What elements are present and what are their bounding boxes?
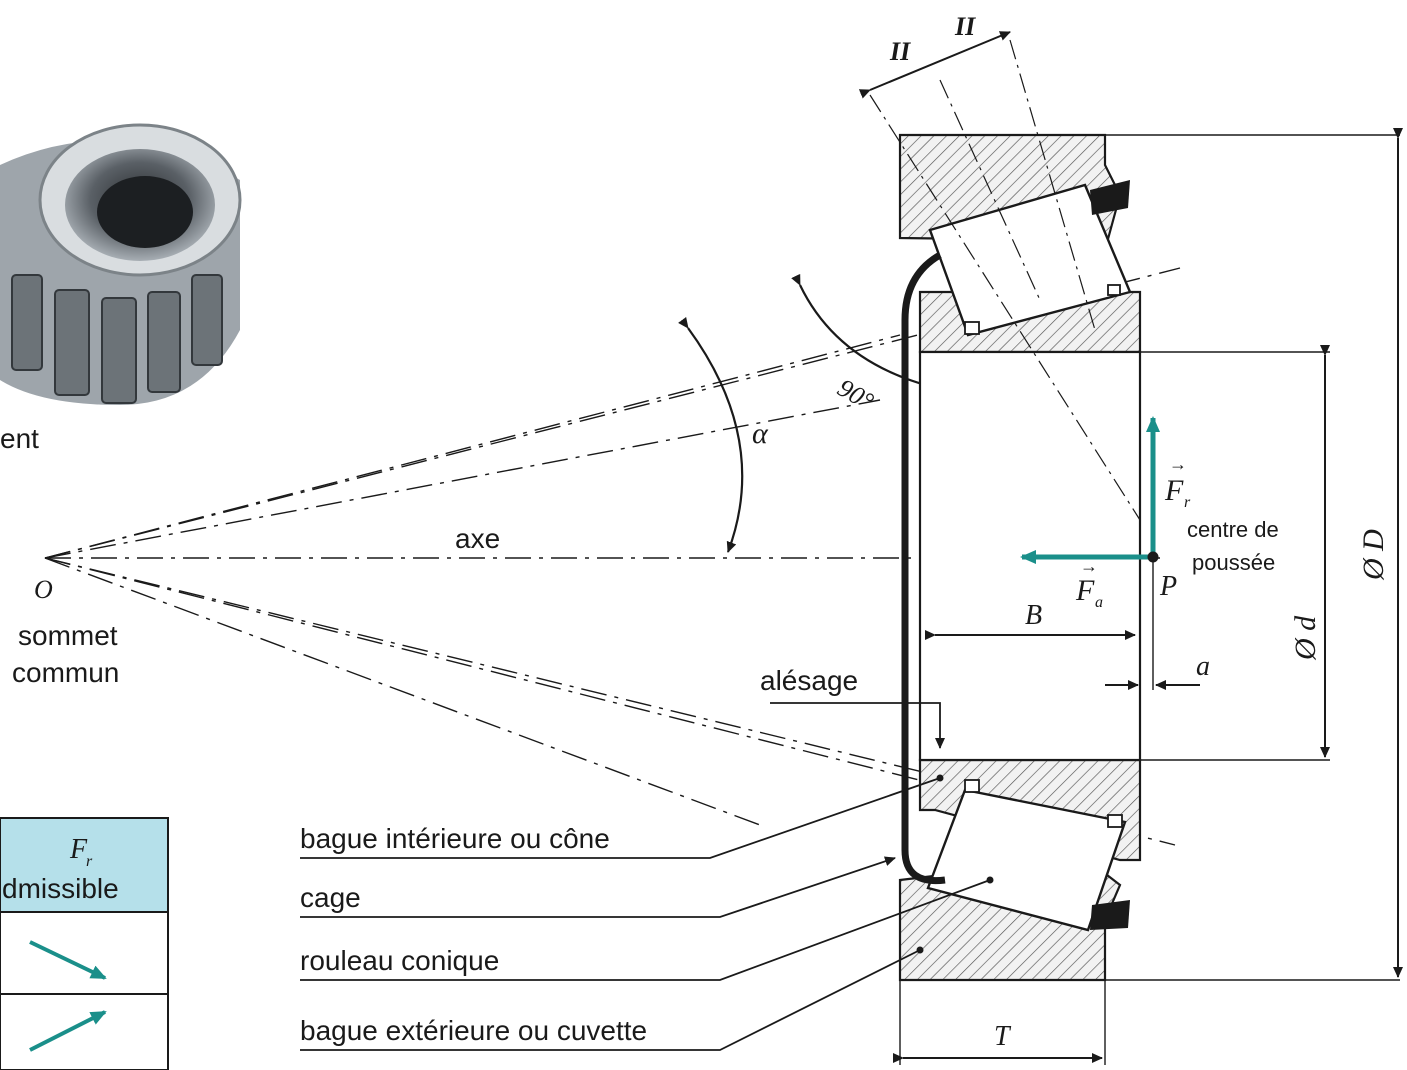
dim-big-d: Ø D [1357, 128, 1403, 978]
callout-inner-ring: bague intérieure ou cône [300, 774, 944, 859]
table-header-cell [0, 817, 169, 913]
table-row-1 [0, 911, 169, 995]
thrust-caption-line1: centre de [1187, 517, 1279, 542]
dim-small-d: Ø d [1289, 345, 1330, 758]
radial-force-label: F [1164, 474, 1184, 507]
admissible-load-table: F r dmissible [0, 817, 169, 1070]
vertex-caption-line2: commun [12, 657, 119, 688]
callout-roller: rouleau conique [300, 876, 994, 981]
dim-b: B [925, 600, 1136, 640]
dim-small-d-label: Ø d [1289, 615, 1322, 661]
table-header-text: dmissible [2, 873, 119, 904]
callout-cage: cage [300, 856, 896, 918]
dim-t-label: T [994, 1021, 1012, 1052]
vertex-letter: O [34, 575, 53, 604]
arrow-up-right-icon [29, 1010, 107, 1052]
dim-a: a [1105, 651, 1210, 690]
axial-force-sub: a [1095, 594, 1103, 611]
parallel-mark-2: II [954, 12, 976, 41]
bearing-photo: ent [0, 123, 242, 454]
callout-bore: alésage [760, 665, 945, 749]
axial-force: F a → [1020, 550, 1153, 611]
table-header-symbol: F [69, 834, 88, 865]
callout-outer-ring: bague extérieure ou cuvette [300, 946, 924, 1051]
dim-big-d-label: Ø D [1357, 529, 1390, 581]
ninety-label: 90° [833, 373, 879, 416]
dim-b-label: B [1025, 600, 1042, 631]
cage-label: cage [300, 882, 361, 913]
table-row-2 [0, 993, 169, 1070]
alpha-label: α [752, 417, 769, 450]
roller-bottom [926, 788, 1127, 932]
parallel-marks: II II [858, 12, 1011, 99]
thrust-point [1147, 551, 1159, 563]
arrow-down-right-icon [29, 940, 107, 980]
cage-top [901, 251, 946, 885]
radial-force: F r → [1146, 416, 1191, 555]
outer-ring-label: bague extérieure ou cuvette [300, 1015, 647, 1046]
radial-force-sub: r [1184, 494, 1191, 511]
inner-ring-label: bague intérieure ou cône [300, 823, 610, 854]
dim-a-label: a [1196, 651, 1210, 682]
vertex-caption-line1: sommet [18, 620, 118, 651]
photo-caption: ent [0, 423, 39, 454]
thrust-caption-line2: poussée [1192, 550, 1275, 575]
svg-text:→: → [1169, 454, 1187, 474]
roller-label: rouleau conique [300, 945, 499, 976]
svg-text:→: → [1080, 556, 1098, 576]
roller-axis-lines [869, 39, 1141, 521]
vertex-o: O sommet commun [12, 575, 119, 688]
alpha-angle: α [678, 316, 769, 553]
roller-top [928, 183, 1132, 337]
bore-label: alésage [760, 665, 858, 696]
axial-force-label: F [1075, 574, 1095, 607]
dim-t: T [893, 1021, 1103, 1063]
thrust-point-letter: P [1159, 571, 1177, 602]
parallel-mark-1: II [889, 37, 911, 66]
table-header-sub: r [86, 853, 93, 870]
axis-label: axe [455, 523, 500, 554]
